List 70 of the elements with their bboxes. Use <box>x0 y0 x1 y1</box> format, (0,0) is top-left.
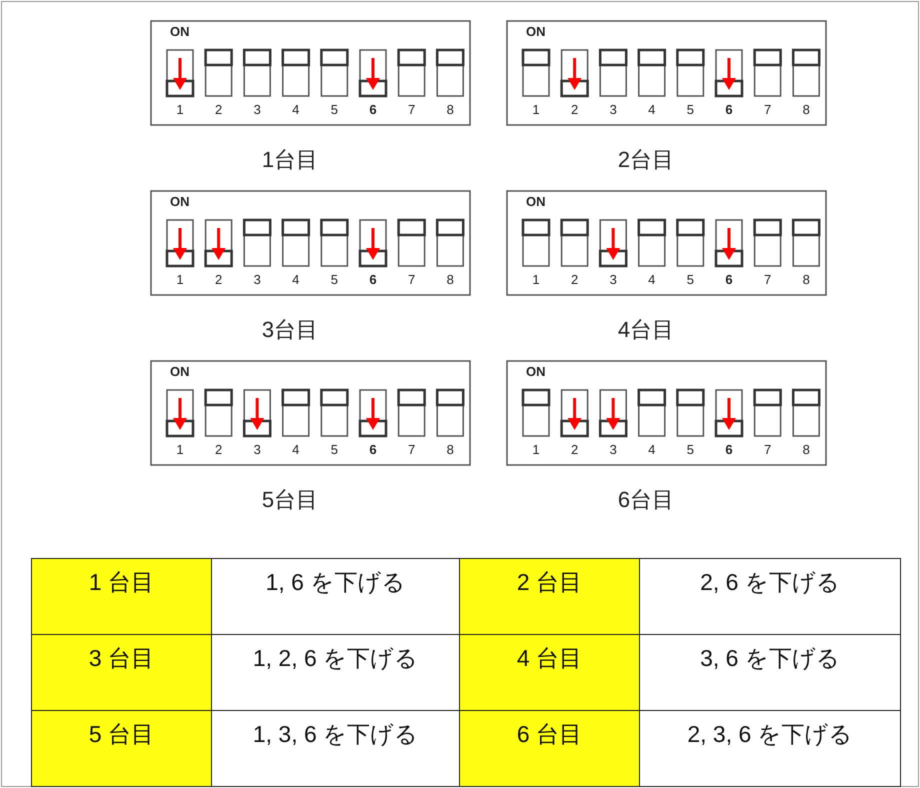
switch-number: 7 <box>408 102 416 117</box>
switch-number: 3 <box>254 102 261 117</box>
switch-number: 4 <box>292 272 300 287</box>
switch-number: 4 <box>648 442 656 457</box>
table-cell: 4 台目 <box>460 634 640 710</box>
switch-number: 6 <box>725 442 733 457</box>
table-cell: 3 台目 <box>32 634 212 710</box>
switch-number: 8 <box>446 272 454 287</box>
unit-caption: 5台目 <box>262 486 318 514</box>
switch-number: 6 <box>725 272 733 287</box>
switch-number: 2 <box>214 102 222 117</box>
switch-number: 5 <box>686 442 694 457</box>
switch-number: 6 <box>369 442 377 457</box>
switch-number: 3 <box>610 102 617 117</box>
switch-number: 2 <box>214 272 222 287</box>
switch-number: 4 <box>292 442 300 457</box>
switch-number: 1 <box>176 272 184 287</box>
switch-number: 1 <box>176 442 184 457</box>
unit-caption: 6台目 <box>618 486 674 514</box>
switch-number: 5 <box>686 272 694 287</box>
switch-number: 7 <box>408 442 416 457</box>
on-label: ON <box>526 194 546 209</box>
switch-number: 1 <box>176 102 184 117</box>
on-label: ON <box>526 24 546 39</box>
switch-number: 7 <box>764 272 772 287</box>
unit-caption: 3台目 <box>262 316 318 344</box>
switch-number: 7 <box>764 442 772 457</box>
switch-number: 6 <box>725 102 733 117</box>
switch-number: 3 <box>254 272 261 287</box>
switch-number: 3 <box>610 442 617 457</box>
table-cell: 2, 6 を下げる <box>640 558 900 634</box>
switch-number: 2 <box>214 442 222 457</box>
switch-number: 4 <box>648 272 656 287</box>
table-cell: 2 台目 <box>460 558 640 634</box>
switch-number: 8 <box>802 442 810 457</box>
switch-number: 6 <box>369 102 377 117</box>
table-cell: 1, 6 を下げる <box>212 558 460 634</box>
table-cell: 3, 6 を下げる <box>640 634 900 710</box>
switch-number: 8 <box>802 102 810 117</box>
on-label: ON <box>170 24 190 39</box>
switch-number: 7 <box>408 272 416 287</box>
switch-number: 1 <box>532 102 540 117</box>
switch-number: 4 <box>292 102 300 117</box>
table-cell: 6 台目 <box>460 710 640 786</box>
table-cell: 5 台目 <box>32 710 212 786</box>
switch-number: 7 <box>764 102 772 117</box>
switch-number: 1 <box>532 442 540 457</box>
table-cell: 2, 3, 6 を下げる <box>640 710 900 786</box>
switch-number: 2 <box>570 272 578 287</box>
switch-number: 8 <box>446 442 454 457</box>
switch-number: 3 <box>610 272 617 287</box>
switch-number: 2 <box>570 102 578 117</box>
switch-number: 4 <box>648 102 656 117</box>
switch-number: 6 <box>369 272 377 287</box>
on-label: ON <box>170 364 190 379</box>
on-label: ON <box>170 194 190 209</box>
switch-number: 1 <box>532 272 540 287</box>
switch-number: 5 <box>686 102 694 117</box>
switch-number: 2 <box>570 442 578 457</box>
table-cell: 1 台目 <box>32 558 212 634</box>
switch-number: 3 <box>254 442 261 457</box>
switch-number: 8 <box>446 102 454 117</box>
switch-number: 5 <box>330 102 338 117</box>
unit-caption: 1台目 <box>262 146 318 174</box>
switch-number: 8 <box>802 272 810 287</box>
on-label: ON <box>526 364 546 379</box>
unit-caption: 4台目 <box>618 316 674 344</box>
unit-caption: 2台目 <box>618 146 674 174</box>
switch-number: 5 <box>330 442 338 457</box>
switch-number: 5 <box>330 272 338 287</box>
